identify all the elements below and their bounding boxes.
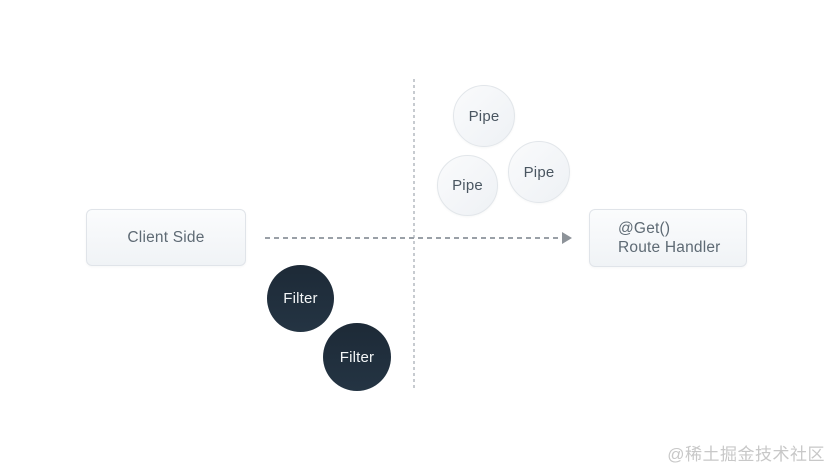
route-handler-label: Route Handler [618,239,721,256]
arrow-head-icon [562,232,572,244]
route-decorator-label: @Get() [618,220,671,237]
pipe-label: Pipe [468,107,500,125]
watermark: @稀土掘金技术社区 [667,445,825,464]
route-handler-box: @Get() Route Handler [589,209,747,267]
request-flow-arrow [265,232,573,244]
arrow-dashed-line [265,237,562,239]
vertical-dashed-divider [413,79,415,390]
pipe-node-1: Pipe [453,85,515,147]
filter-label: Filter [283,290,318,307]
client-side-label: Client Side [127,228,205,246]
pipe-node-2: Pipe [508,141,570,203]
pipe-node-3: Pipe [437,155,498,216]
filter-node-1: Filter [267,265,334,332]
filter-node-2: Filter [323,323,391,391]
client-side-box: Client Side [86,209,246,266]
pipe-label: Pipe [523,163,555,181]
pipe-label: Pipe [452,177,483,194]
filter-label: Filter [339,348,375,366]
